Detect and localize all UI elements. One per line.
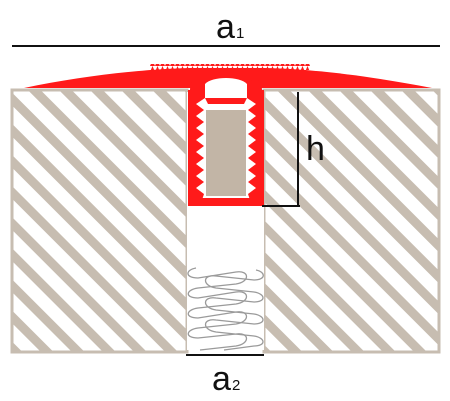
label-h: h <box>306 130 325 168</box>
red-profile-stem <box>188 78 264 206</box>
label-a2: a <box>212 360 231 398</box>
insert-block <box>206 110 246 196</box>
red-profile-cap <box>24 64 432 88</box>
dimension-h <box>262 92 300 207</box>
label-a1: a <box>216 8 235 46</box>
label-a2-subscript: 2 <box>232 377 240 394</box>
spring-filler <box>187 267 264 351</box>
label-a1-subscript: 1 <box>236 25 244 42</box>
right-substrate-block <box>262 88 441 354</box>
left-substrate-block <box>10 88 189 354</box>
